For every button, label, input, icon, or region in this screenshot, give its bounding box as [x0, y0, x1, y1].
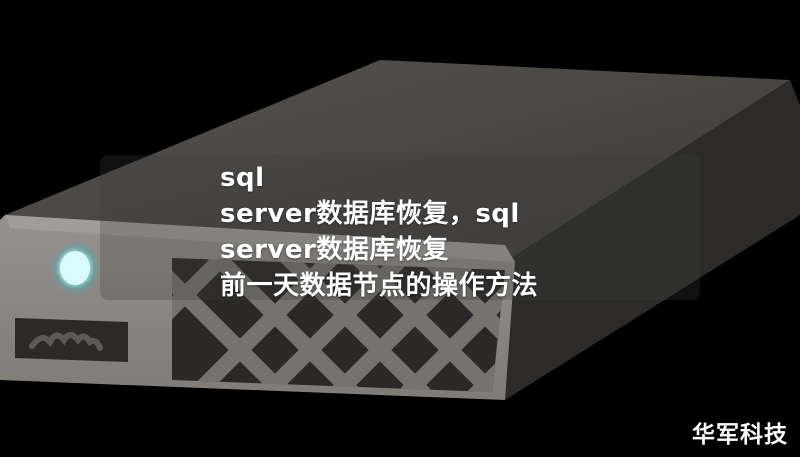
vent-lattice — [172, 258, 505, 392]
article-title: sql server数据库恢复，sql server数据库恢复 前一天数据节点的… — [220, 160, 538, 304]
label-plate — [15, 318, 128, 362]
title-line-3: server数据库恢复 — [220, 235, 449, 265]
server-top-face — [5, 60, 790, 262]
title-line-4: 前一天数据节点的操作方法 — [220, 271, 539, 301]
title-backdrop — [100, 155, 700, 300]
title-line-2: server数据库恢复，sql — [220, 199, 520, 229]
watermark-brand: 华军科技 — [692, 422, 788, 448]
title-line-1: sql — [220, 163, 265, 193]
server-side-face — [505, 80, 800, 400]
